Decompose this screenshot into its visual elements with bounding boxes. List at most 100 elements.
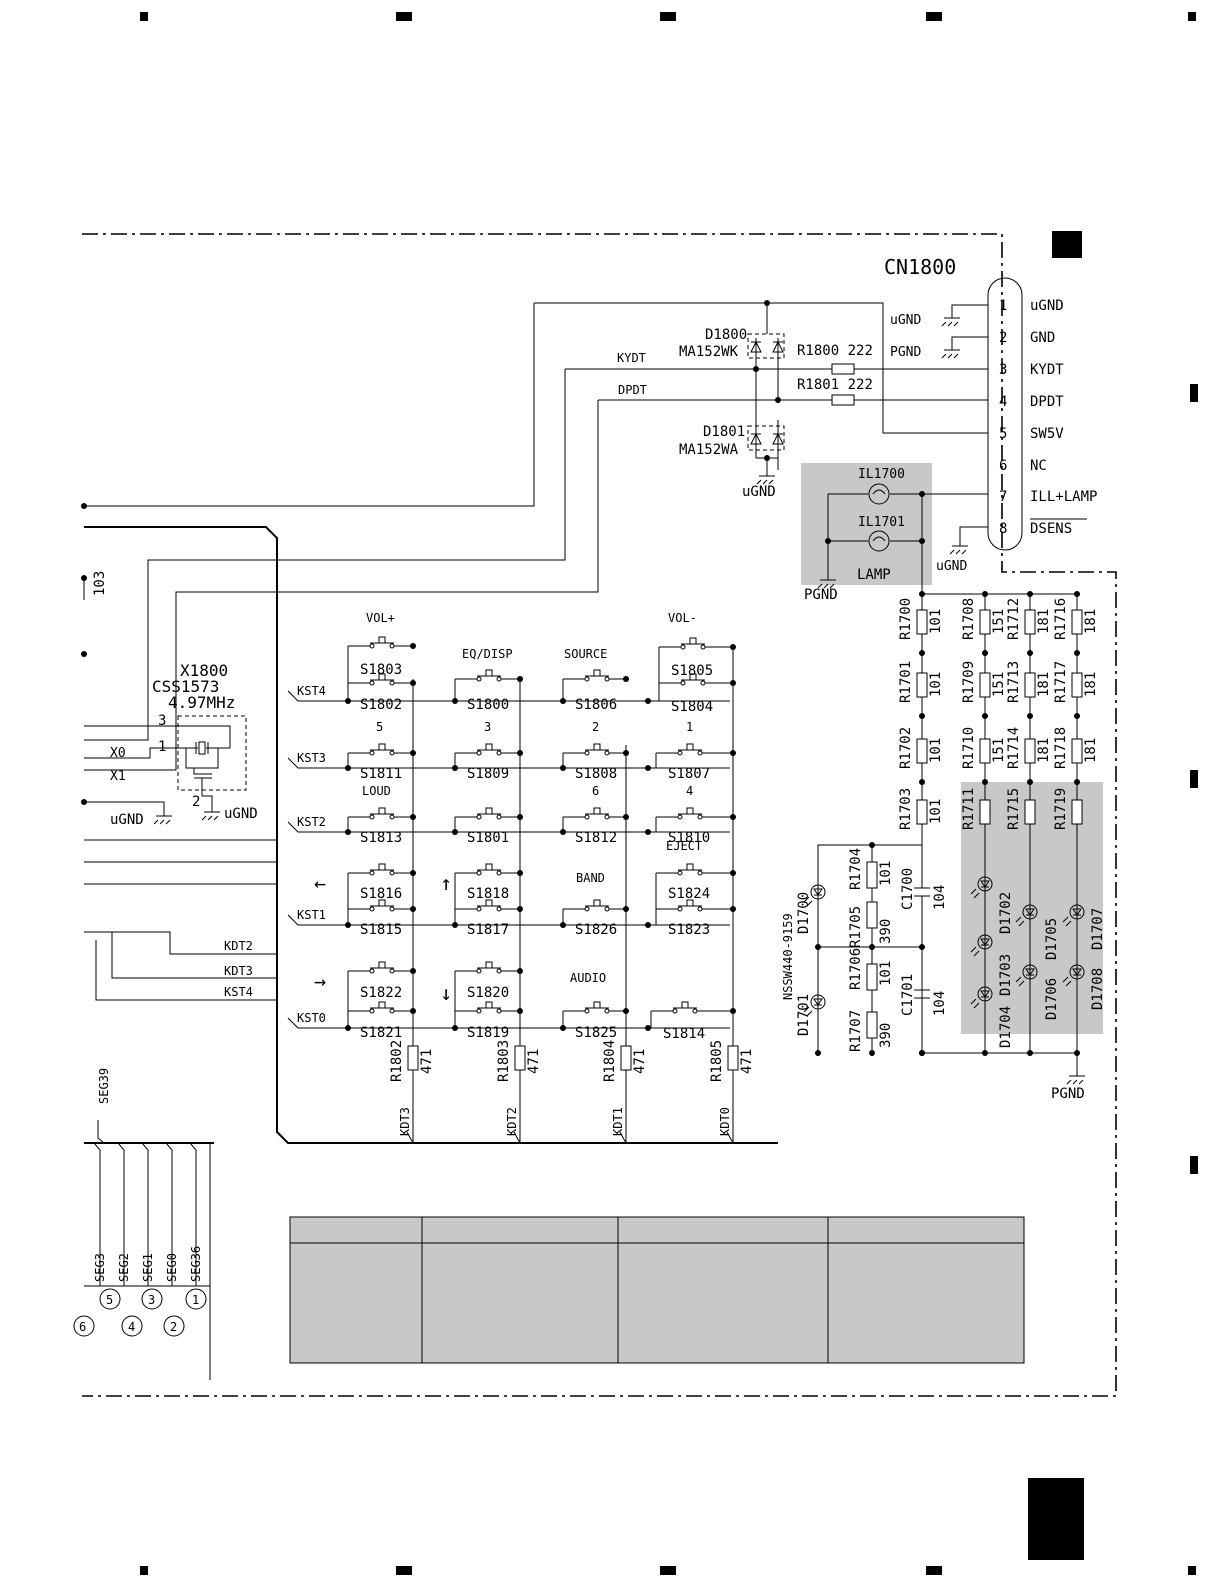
switch-ref: S1808 bbox=[575, 766, 617, 782]
switch-label: 6 bbox=[592, 784, 599, 798]
switch-ref: S1825 bbox=[575, 1025, 617, 1041]
switch-label: → bbox=[314, 969, 326, 993]
switch-s1802: S1802 bbox=[347, 673, 416, 713]
cap-value: 104 bbox=[932, 991, 948, 1016]
svg-text:R1802: R1802 bbox=[389, 1040, 405, 1082]
switch-label: SOURCE bbox=[564, 647, 607, 661]
led-resistor-ref: R1706 bbox=[848, 948, 864, 990]
led-resistor-value: 101 bbox=[928, 672, 944, 697]
svg-text:R1803: R1803 bbox=[496, 1040, 512, 1082]
switch-label: 4 bbox=[686, 784, 693, 798]
led-resistor-ref: R1714 bbox=[1006, 727, 1022, 769]
svg-text:KDT1: KDT1 bbox=[611, 1107, 625, 1136]
led-resistor-value: 151 bbox=[991, 672, 1007, 697]
registration-marks bbox=[140, 12, 1198, 1575]
switch-label: VOL- bbox=[668, 611, 697, 625]
resistor-r1801: R1801 222 bbox=[797, 377, 873, 393]
led-resistor-value: 390 bbox=[878, 919, 894, 944]
led-resistor-value: 101 bbox=[928, 738, 944, 763]
crystal-x0: X0 bbox=[110, 746, 126, 761]
switch-ref: S1819 bbox=[467, 1025, 509, 1041]
switch-ref: S1811 bbox=[360, 766, 402, 782]
connector-ref: CN1800 bbox=[884, 255, 956, 279]
lamp-block: IL1700 IL1701 LAMP PGND bbox=[801, 463, 988, 845]
connector-pin-num: 5 bbox=[999, 426, 1007, 442]
switch-ref: S1803 bbox=[360, 662, 402, 678]
led-resistor-ref: R1704 bbox=[848, 848, 864, 890]
led-resistor-ref: R1705 bbox=[848, 906, 864, 948]
resistor-r1800: R1800 222 bbox=[797, 343, 873, 359]
led-resistor-value: 181 bbox=[1083, 738, 1099, 763]
segment-pin: 1 bbox=[192, 1293, 199, 1307]
led-resistor-ref: R1718 bbox=[1053, 727, 1069, 769]
led-resistor-value: 181 bbox=[1083, 609, 1099, 634]
svg-text:KDT2: KDT2 bbox=[505, 1107, 519, 1136]
led-resistor-value: 181 bbox=[1083, 672, 1099, 697]
led-resistor-ref: R1708 bbox=[961, 598, 977, 640]
svg-text:471: 471 bbox=[739, 1049, 755, 1074]
crystal-pin1: 1 bbox=[158, 739, 166, 755]
led-resistor-ref: R1710 bbox=[961, 727, 977, 769]
diode-d1800-ref: D1800 bbox=[705, 327, 747, 343]
switch-ref: S1824 bbox=[668, 886, 710, 902]
data-lines: KYDT DPDT R1800 222 R1801 222 D1800 MA15… bbox=[81, 300, 988, 771]
led-ref: D1701 bbox=[796, 994, 812, 1036]
seg39-label: SEG39 bbox=[97, 1068, 111, 1104]
switch-ref: S1818 bbox=[467, 886, 509, 902]
switch-s1801: S1801 bbox=[454, 807, 523, 846]
lamp-label: LAMP bbox=[857, 567, 891, 583]
connector-pin-name: KYDT bbox=[1030, 362, 1064, 378]
led-resistor-ref: R1709 bbox=[961, 661, 977, 703]
connector-pin-num: 4 bbox=[999, 394, 1007, 410]
crystal-pin2: 2 bbox=[192, 794, 200, 810]
row-label: KST3 bbox=[297, 751, 326, 765]
board-outline bbox=[82, 233, 1117, 1397]
led-resistor-ref: R1716 bbox=[1053, 598, 1069, 640]
led-resistor-value: 181 bbox=[1036, 672, 1052, 697]
segment-pin: 5 bbox=[106, 1293, 113, 1307]
switch-ref: S1812 bbox=[575, 830, 617, 846]
segment-name: SEG3 bbox=[93, 1253, 107, 1282]
connector-pin-num: 3 bbox=[999, 362, 1007, 378]
row-label: KST2 bbox=[297, 815, 326, 829]
switch-s1821: S1821 bbox=[347, 1001, 416, 1041]
cap-103: 103 bbox=[92, 571, 108, 596]
switch-s1816: S1816← bbox=[314, 863, 416, 925]
crystal-pin3: 3 bbox=[158, 713, 166, 729]
switch-s1818: S1818↑ bbox=[440, 863, 523, 925]
switch-label: EQ/DISP bbox=[462, 647, 513, 661]
led-resistor-ref: R1715 bbox=[1006, 788, 1022, 830]
switch-s1817: S1817 bbox=[454, 899, 523, 938]
led-resistor-value: 101 bbox=[928, 609, 944, 634]
led-ref: D1708 bbox=[1090, 968, 1106, 1010]
led-ref: D1702 bbox=[998, 892, 1014, 934]
switch-ref: S1822 bbox=[360, 985, 402, 1001]
switch-s1804: S1804 bbox=[658, 673, 736, 715]
switch-label: EJECT bbox=[666, 839, 702, 853]
gnd-label: uGND bbox=[110, 812, 144, 828]
net-label: KYDT bbox=[617, 351, 646, 365]
row-label: KST1 bbox=[297, 908, 326, 922]
kdt-lines: KDT2 KDT3 KST4 bbox=[84, 931, 277, 1001]
led-resistor-ref: R1707 bbox=[848, 1010, 864, 1052]
svg-text:KDT3: KDT3 bbox=[398, 1107, 412, 1136]
connector-pin-name: uGND bbox=[1030, 298, 1064, 314]
switch-ref: S1816 bbox=[360, 886, 402, 902]
seg-pin6: 6 bbox=[79, 1320, 86, 1334]
segment-pin: 4 bbox=[128, 1320, 135, 1334]
switch-ref: S1801 bbox=[467, 830, 509, 846]
kdt-label: KDT2 bbox=[224, 939, 253, 953]
connector-pin-name: GND bbox=[1030, 330, 1055, 346]
empty-table bbox=[289, 1216, 1025, 1364]
svg-text:R1805: R1805 bbox=[709, 1040, 725, 1082]
svg-text:R1804: R1804 bbox=[602, 1040, 618, 1082]
row-label: KST4 bbox=[297, 684, 326, 698]
